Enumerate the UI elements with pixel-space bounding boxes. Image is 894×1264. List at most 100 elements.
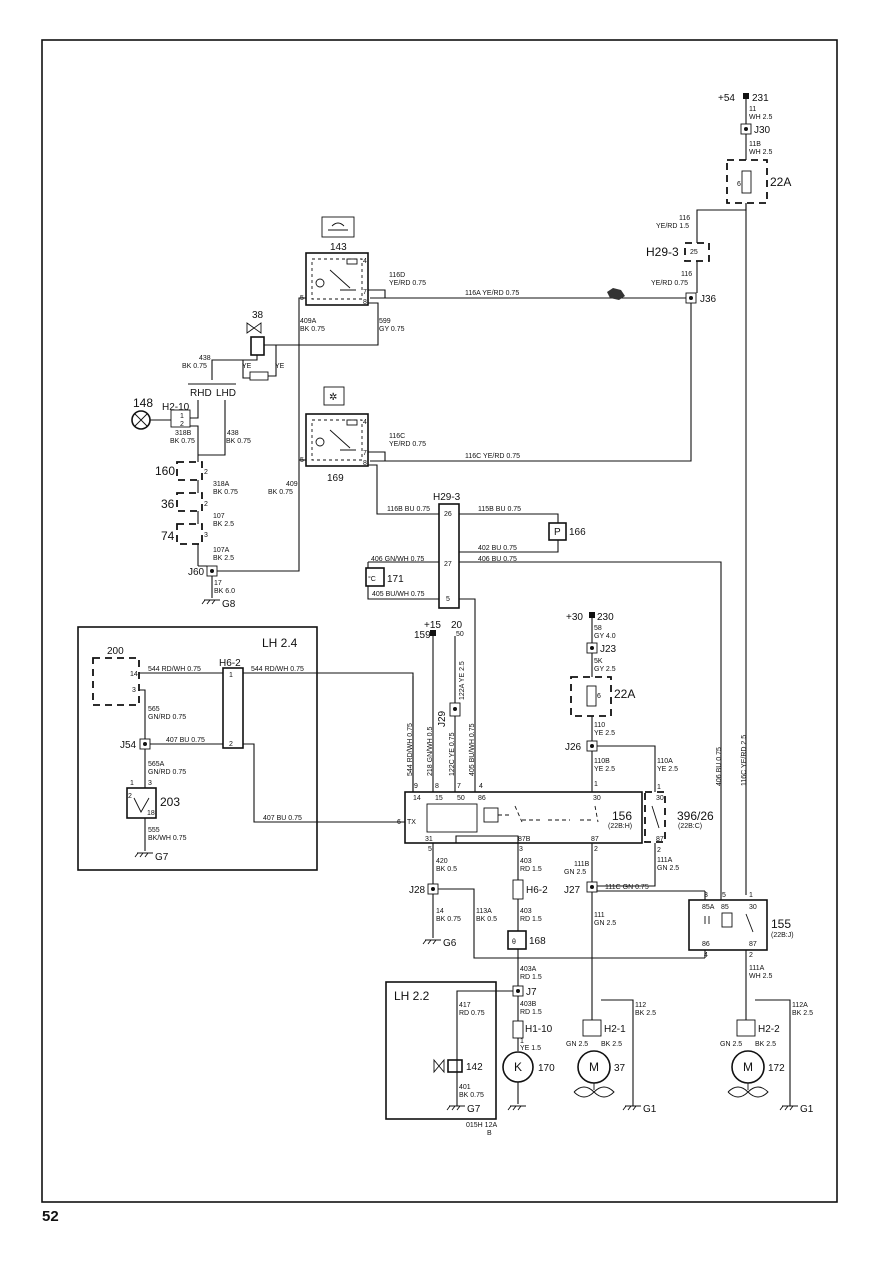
- wire-405v-label: 405 BU/WH 0.75: [469, 723, 476, 776]
- lh22-label: LH 2.2: [394, 989, 430, 1003]
- lh24-region: [77, 626, 318, 871]
- wire-113a-id: 113A: [476, 908, 492, 915]
- comp-74-pin: 3: [204, 532, 208, 539]
- pin-50-label: 50: [456, 631, 464, 638]
- wire-116d-spec: YE/RD 0.75: [389, 280, 426, 287]
- wire-14-spec: BK 0.75: [436, 916, 461, 923]
- h29-25-pin: 25: [690, 249, 698, 256]
- temp-sensor-171: [365, 567, 385, 587]
- wire-17-spec: BK 6.0: [214, 588, 235, 595]
- wire-318b-id: 318B: [175, 430, 192, 437]
- wire-401-spec: BK 0.75: [459, 1092, 484, 1099]
- relay-155-sub: (22B:J): [771, 932, 794, 939]
- h2-1-label: H2-1: [604, 1024, 626, 1035]
- switch-203-pin3: 3: [148, 780, 152, 787]
- relay-156-label: 156: [612, 809, 632, 823]
- page-code-sub: B: [487, 1130, 492, 1137]
- g8-label: G8: [222, 599, 236, 610]
- comp-36-pin: 2: [204, 501, 208, 508]
- sensor-168-label: 168: [529, 936, 546, 947]
- fan-172-label: 172: [768, 1063, 785, 1074]
- wire-409a-spec: BK 0.75: [300, 326, 325, 333]
- wire-403-spec: RD 1.5: [520, 866, 542, 873]
- supply-15-label: +15: [424, 620, 441, 631]
- r156-tx: TX: [407, 819, 416, 826]
- wire-116-id: 116: [679, 215, 690, 222]
- wire-11-id: 11: [749, 106, 756, 113]
- r156-pin87b: 87B: [518, 836, 531, 843]
- lh22-region: [385, 981, 497, 1120]
- switch-203: [126, 787, 157, 819]
- comp-36-label: 36: [161, 497, 175, 511]
- h29-3-top-label: H29-3: [646, 245, 679, 259]
- r156-pin6: 6: [397, 819, 401, 826]
- valve-38-ye-left: YE: [242, 363, 252, 370]
- comp-74: [176, 523, 203, 545]
- valve-38-ye-right: YE: [275, 363, 285, 370]
- r155-pin5: 5: [722, 892, 726, 899]
- supply-54: +54 231: [718, 93, 769, 104]
- wire-599-id: 599: [379, 318, 391, 325]
- wire-111c-label: 111C GN 0.75: [605, 884, 649, 891]
- wire-113a-spec: BK 0.5: [476, 916, 497, 923]
- wire-112a-id: 112A: [792, 1002, 808, 1009]
- h6-2a-pin2: 2: [229, 741, 233, 748]
- wire-11-spec: WH 2.5: [749, 114, 772, 121]
- lamp-148-label: 148: [133, 396, 153, 410]
- h2-10-pin1: 1: [180, 413, 184, 420]
- r156-pin87: 87: [591, 836, 599, 843]
- wire-555-id: 555: [148, 827, 160, 834]
- comp-36: [176, 492, 203, 512]
- wire-116c-id: 116C: [389, 433, 405, 440]
- wire-417-spec: RD 0.75: [459, 1010, 485, 1017]
- r156-pin14: 14: [413, 795, 421, 802]
- lh24-label: LH 2.4: [262, 636, 298, 650]
- wire-438b-id: 438: [227, 430, 239, 437]
- r155-pin30: 30: [749, 904, 757, 911]
- wire-110-spec: YE 2.5: [594, 730, 615, 737]
- h2-2-connector: [736, 1019, 756, 1037]
- wire-17-id: 17: [214, 580, 222, 587]
- r396-pin30: 30: [656, 795, 664, 802]
- r156-pin1: 1: [594, 781, 598, 788]
- wire-111a-id: 111A: [657, 857, 673, 864]
- wire-116b-id: 116: [681, 271, 692, 278]
- ecu-200-label: 200: [107, 646, 124, 657]
- r155-pin2: 2: [749, 952, 753, 959]
- comp-74-label: 74: [161, 529, 175, 543]
- r156-pin5: 5: [428, 846, 432, 853]
- h29-pin5: 5: [446, 596, 450, 603]
- wire-403a-id: 403A: [520, 966, 537, 973]
- wire-409-id: 409: [286, 481, 298, 488]
- wire-420-spec: BK 0.5: [436, 866, 457, 873]
- r155-pin3: 3: [704, 892, 708, 899]
- fuse-box-22a-top: [726, 159, 768, 204]
- g7b-label: G7: [467, 1104, 481, 1115]
- wire-403b-spec: RD 1.5: [520, 916, 542, 923]
- wire-544b-label: 544 RD/WH 0.75: [251, 666, 304, 673]
- j23-label: J23: [600, 644, 617, 655]
- wire-112-id: 112: [635, 1002, 646, 1009]
- wire-544v-label: 544 RD/WH 0.75: [407, 723, 414, 776]
- h6-2b-connector: [512, 879, 524, 900]
- fan37-bk-label: BK 2.5: [601, 1041, 622, 1048]
- r155-pin85: 85: [721, 904, 729, 911]
- wire-107a-spec: BK 2.5: [213, 555, 234, 562]
- wire-599-spec: GY 0.75: [379, 326, 405, 333]
- switch-203-pin1: 1: [130, 780, 134, 787]
- fuse-159-label: 159: [414, 630, 431, 641]
- rhd-label: RHD: [190, 388, 212, 399]
- wire-116-spec: YE/RD 1.5: [656, 223, 689, 230]
- r156-pin4: 4: [479, 783, 483, 790]
- wire-409a-id: 409A: [300, 318, 317, 325]
- j30-label: J30: [754, 125, 771, 136]
- r156-pin30: 30: [593, 795, 601, 802]
- g7a-label: G7: [155, 852, 169, 863]
- wire-218v-label: 218 GN/WH 0.5: [427, 726, 434, 776]
- wire-110-id: 110: [594, 722, 605, 729]
- r155-pin87: 87: [749, 941, 757, 948]
- h6-2a-label: H6-2: [219, 658, 241, 669]
- h29-pin26: 26: [444, 511, 452, 518]
- switch-203-label: 203: [160, 795, 180, 809]
- h29-pin27: 27: [444, 561, 452, 568]
